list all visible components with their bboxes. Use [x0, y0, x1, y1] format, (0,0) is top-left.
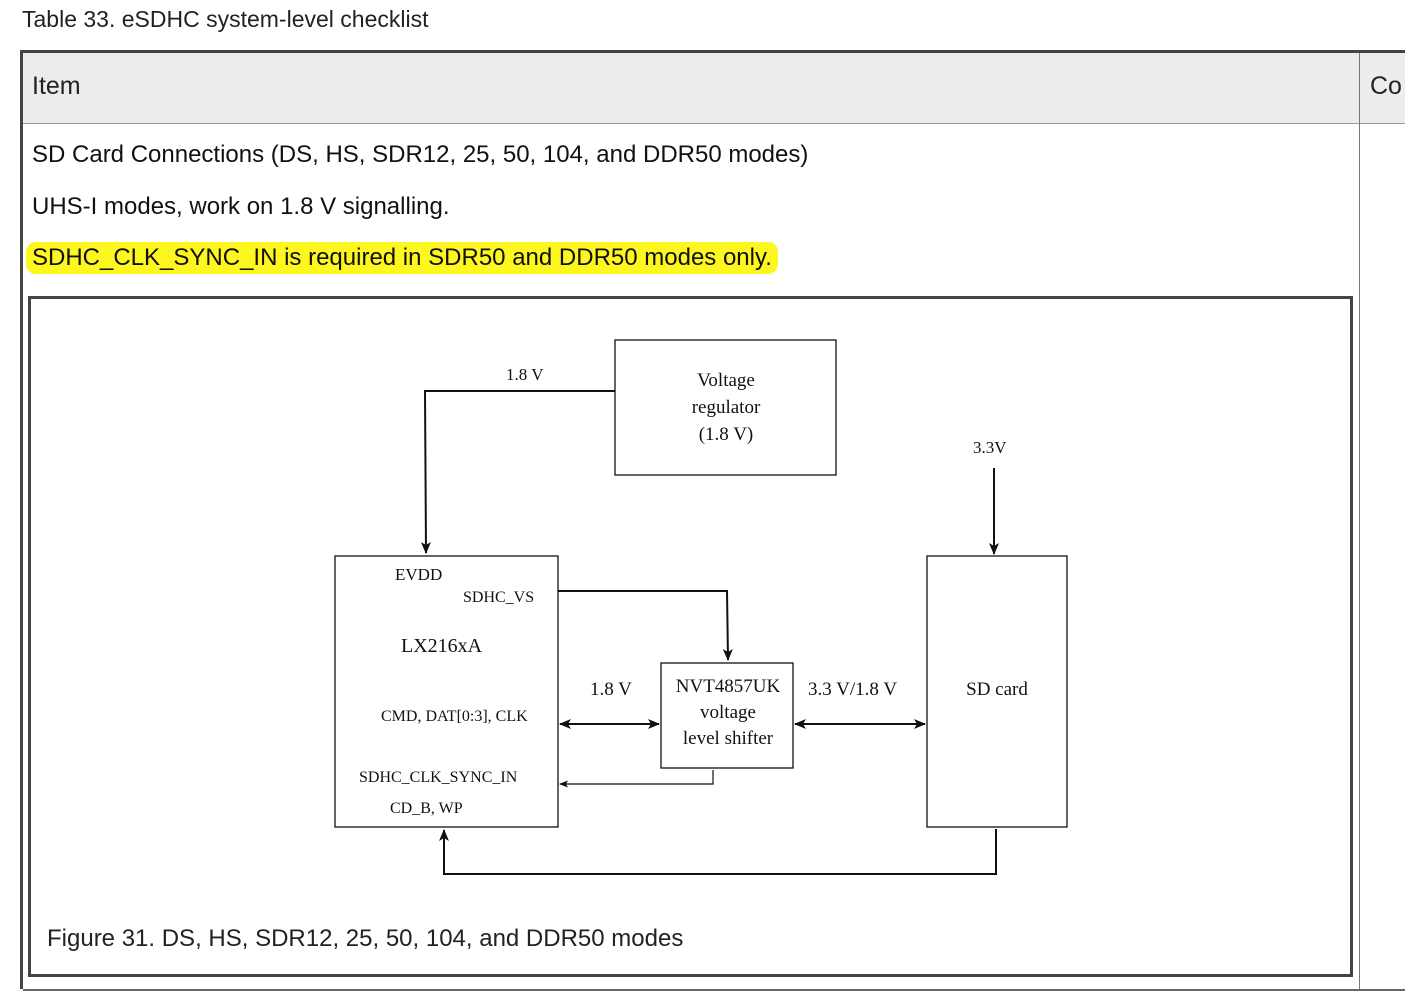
figure-31: Voltage regulator (1.8 V) 1.8 V 3.3V EVD… — [28, 296, 1353, 977]
regulator-to-evdd-arrow — [420, 390, 615, 554]
evdd-label: EVDD — [395, 565, 442, 584]
shifter-label-line2: voltage — [700, 702, 756, 723]
left-bus-label: 1.8 V — [590, 679, 632, 700]
checklist-table: Item Co SD Card Connections (DS, HS, SDR… — [20, 50, 1405, 991]
level-shifter-box — [660, 662, 794, 769]
sync-in-requirement: SDHC_CLK_SYNC_IN is required in SDR50 an… — [26, 242, 778, 274]
uhs-modes-note: UHS-I modes, work on 1.8 V signalling. — [32, 193, 450, 220]
column-divider — [1359, 53, 1360, 989]
regulator-label-line1: Voltage — [697, 370, 755, 391]
highlighted-text: SDHC_CLK_SYNC_IN is required in SDR50 an… — [26, 242, 778, 274]
connection-diagram: Voltage regulator (1.8 V) 1.8 V 3.3V EVD… — [334, 339, 1068, 875]
sd-card-connections-heading: SD Card Connections (DS, HS, SDR12, 25, … — [32, 141, 809, 168]
figure-caption: Figure 31. DS, HS, SDR12, 25, 50, 104, a… — [47, 925, 684, 952]
sd-supply-label: 3.3V — [973, 438, 1007, 457]
processor-box — [334, 555, 559, 828]
cd-wp-label: CD_B, WP — [390, 800, 463, 817]
table-caption: Table 33. eSDHC system-level checklist — [22, 6, 429, 32]
right-bus-label: 3.3 V/1.8 V — [808, 679, 897, 700]
sdhc-vs-arrow — [558, 590, 733, 661]
header-co-column: Co — [1370, 72, 1402, 100]
regulator-label-line3: (1.8 V) — [699, 424, 754, 445]
card-detect-arrow — [439, 829, 997, 875]
regulator-output-label: 1.8 V — [506, 365, 544, 384]
processor-name: LX216xA — [401, 635, 483, 657]
shifter-label-line3: level shifter — [683, 728, 774, 749]
header-item-column: Item — [32, 72, 81, 100]
sd-card-label: SD card — [966, 679, 1028, 700]
voltage-regulator-box — [614, 339, 837, 476]
sd-card-box — [926, 555, 1068, 828]
sync-feedback-arrow — [559, 770, 714, 788]
sdhc-vs-label: SDHC_VS — [463, 589, 534, 606]
table-header-row: Item Co — [23, 53, 1405, 124]
regulator-label-line2: regulator — [692, 397, 761, 418]
cmd-dat-clk-label: CMD, DAT[0:3], CLK — [381, 708, 528, 725]
sync-in-label: SDHC_CLK_SYNC_IN — [359, 769, 518, 786]
shifter-label-line1: NVT4857UK — [676, 676, 781, 697]
